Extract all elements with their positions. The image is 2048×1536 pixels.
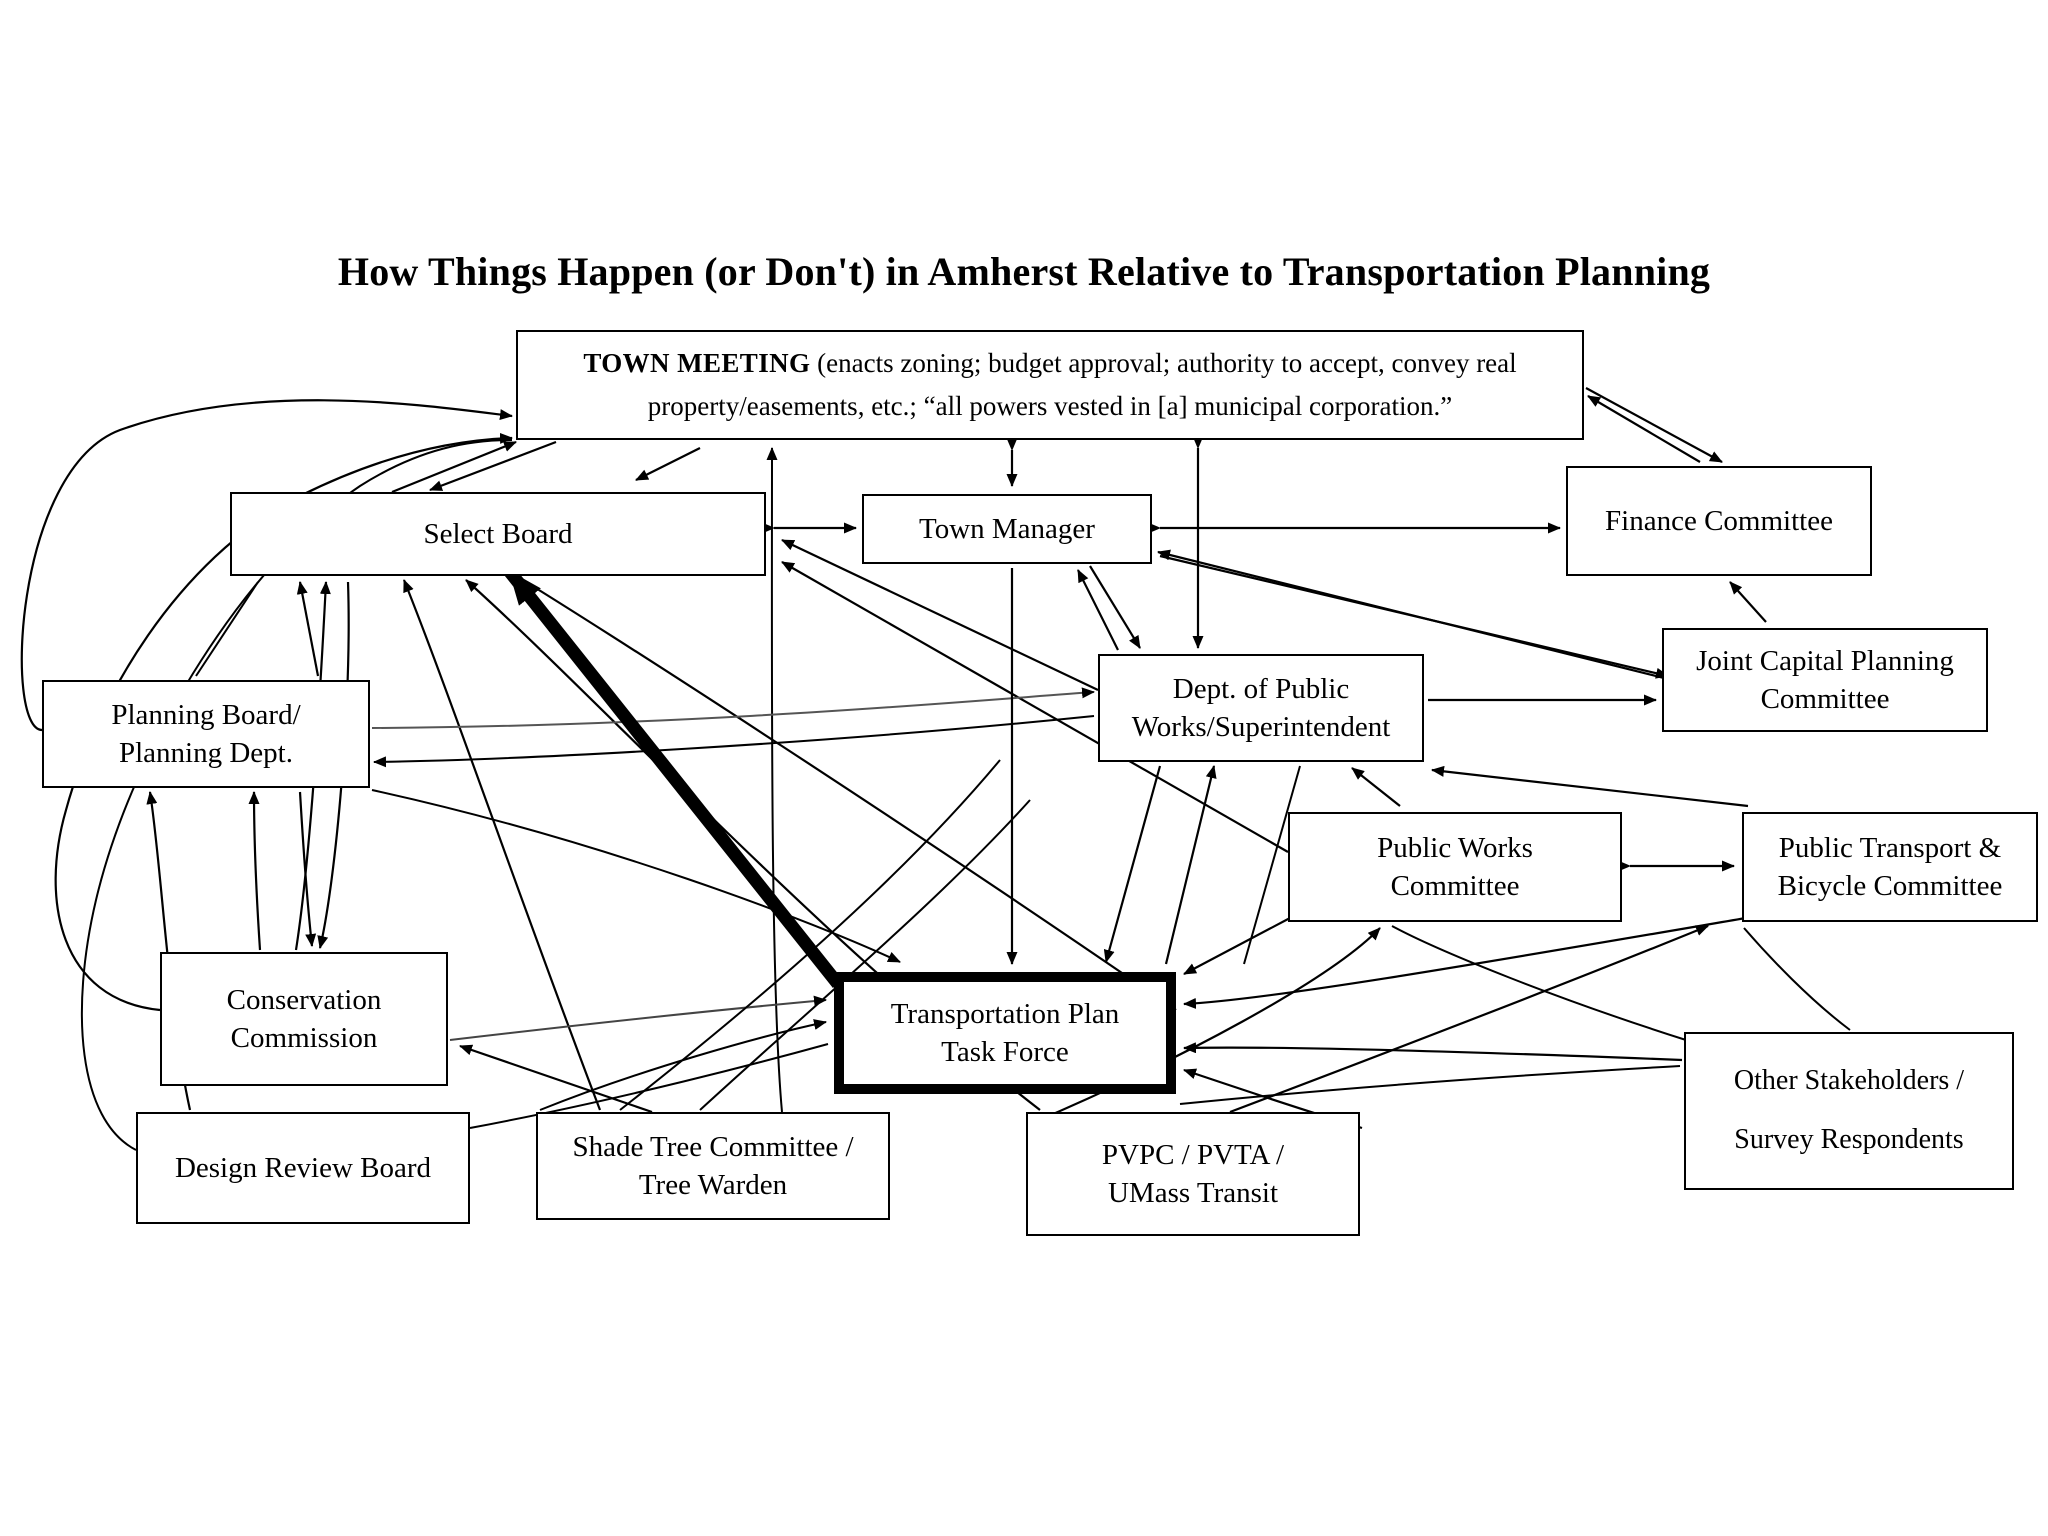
pvpc-line1: PVPC / PVTA /	[1101, 1138, 1285, 1171]
node-planning-board[interactable]: Planning Board/ Planning Dept.	[42, 680, 370, 788]
edge-select-board-top-right-in	[635, 447, 701, 481]
node-joint-capital-planning-committee[interactable]: Joint Capital Planning Committee	[1662, 628, 1988, 732]
edge-shade-tree-to-town-meeting	[766, 447, 783, 1113]
shade-tree-line1: Shade Tree Committee /	[572, 1130, 854, 1163]
dpw-line1: Dept. of Public	[1172, 672, 1350, 705]
edge-select-board-to-town-meeting-up	[391, 440, 517, 494]
edge-taskforce-to-dpw-2	[1243, 765, 1301, 965]
edge-planning-board-to-dpw	[371, 687, 1095, 729]
finance-committee-label: Finance Committee	[1605, 504, 1833, 537]
edge-design-review-b-to-taskforce	[469, 1043, 829, 1129]
pvpc-line2: UMass Transit	[1107, 1177, 1279, 1209]
node-other-stakeholders[interactable]: Other Stakeholders / Survey Respondents	[1684, 1032, 2014, 1190]
edge-dpw-to-town-manager	[1077, 569, 1119, 651]
conservation-line2: Commission	[230, 1022, 378, 1054]
node-conservation-commission[interactable]: Conservation Commission	[160, 952, 448, 1086]
edge-conservation-to-planning-board	[248, 791, 262, 951]
node-town-meeting[interactable]: TOWN MEETING (enacts zoning; budget appr…	[516, 330, 1584, 440]
edge-shade-tree-to-select-board	[402, 579, 602, 1111]
edge-dpw-to-planning-board	[373, 715, 1095, 768]
node-design-review-board[interactable]: Design Review Board	[136, 1112, 470, 1224]
edge-shade-tree-crossing-b	[699, 799, 1031, 1111]
public-works-committee-line1: Public Works	[1377, 831, 1533, 864]
node-pvpc-pvta-umass-transit[interactable]: PVPC / PVTA / UMass Transit	[1026, 1112, 1360, 1236]
joint-capital-line1: Joint Capital Planning	[1696, 644, 1954, 677]
edge-dpw-to-taskforce	[1103, 765, 1162, 963]
edge-shade-tree-to-taskforce	[539, 1019, 827, 1111]
taskforce-line2: Task Force	[941, 1036, 1069, 1068]
conservation-line1: Conservation	[226, 983, 382, 1016]
edge-taskforce-to-dpw	[1164, 765, 1217, 965]
edge-public-transport-to-taskforce	[1183, 916, 1747, 1009]
edge-conservation-to-taskforce	[449, 995, 827, 1041]
node-town-manager[interactable]: Town Manager	[862, 494, 1152, 564]
public-transport-line1: Public Transport &	[1778, 831, 2002, 864]
edge-planning-board-to-conservation	[298, 791, 317, 947]
edge-select-board-to-planning-board	[195, 581, 259, 677]
planning-board-line1: Planning Board/	[111, 698, 301, 731]
edge-shade-tree-crossing-a	[619, 759, 1001, 1111]
edge-town-meeting-to-select-board-down	[429, 440, 557, 492]
edge-town-manager-to-joint-capital	[1159, 554, 1669, 679]
dpw-line2: Works/Superintendent	[1131, 711, 1391, 743]
page-title: How Things Happen (or Don't) in Amherst …	[337, 249, 1711, 294]
edge-planning-board-to-select-board	[296, 581, 320, 677]
edge-dpw-to-select-board	[781, 539, 1099, 691]
node-public-transport-bicycle-committee[interactable]: Public Transport & Bicycle Committee	[1742, 812, 2038, 922]
node-transportation-plan-task-force[interactable]: Transportation Plan Task Force	[834, 972, 1176, 1094]
town-manager-label: Town Manager	[919, 512, 1095, 545]
planning-board-line2: Planning Dept.	[118, 737, 293, 769]
edge-shade-tree-to-conservation	[459, 1044, 653, 1114]
node-finance-committee[interactable]: Finance Committee	[1566, 466, 1872, 576]
edge-pvpc-to-public-transport	[1229, 924, 1709, 1114]
town-meeting-line2: property/easements, etc.; “all powers ve…	[647, 391, 1453, 421]
edge-finance-to-town-meeting	[1587, 395, 1701, 463]
node-public-works-committee[interactable]: Public Works Committee	[1288, 812, 1622, 922]
node-shade-tree-committee[interactable]: Shade Tree Committee / Tree Warden	[536, 1112, 890, 1220]
edge-taskforce-select-board-bold	[504, 567, 869, 1018]
edge-other-stakeholders-to-public-transport	[1743, 927, 1851, 1031]
taskforce-line1: Transportation Plan	[890, 997, 1120, 1030]
joint-capital-line2: Committee	[1760, 683, 1890, 715]
edge-planning-board-to-taskforce	[371, 789, 901, 963]
select-board-label: Select Board	[423, 517, 573, 550]
other-stakeholders-line2: Survey Respondents	[1734, 1124, 1964, 1155]
edge-taskforce-to-other-right	[1179, 1065, 1681, 1105]
edge-joint-capital-to-finance	[1729, 581, 1767, 623]
public-transport-line2: Bicycle Committee	[1777, 870, 2003, 902]
edge-other-stakeholders-to-taskforce	[1183, 1042, 1683, 1062]
edge-taskforce-right-to-select-board	[509, 571, 1177, 1011]
node-select-board[interactable]: Select Board	[230, 492, 766, 576]
other-stakeholders-line1: Other Stakeholders /	[1733, 1065, 1965, 1097]
edge-town-meeting-finance	[1585, 387, 1723, 463]
edge-town-manager-to-dpw	[1089, 565, 1141, 649]
town-meeting-emphasis: TOWN MEETING	[583, 347, 811, 378]
edge-conservation-to-town-meeting	[54, 432, 513, 1012]
shade-tree-line2: Tree Warden	[638, 1169, 788, 1201]
public-works-committee-line2: Committee	[1390, 870, 1520, 902]
town-meeting-line1: (enacts zoning; budget approval; authori…	[810, 347, 1517, 378]
edge-planning-board-to-town-meeting	[20, 399, 513, 732]
design-review-board-label: Design Review Board	[174, 1151, 432, 1184]
edge-pvpc-to-public-works-committee	[1029, 927, 1381, 1126]
edge-public-works-committee-to-dpw	[1351, 767, 1401, 807]
edge-public-works-to-taskforce	[1183, 917, 1291, 975]
edge-other-stakeholders-to-public-works-committee	[1391, 925, 1687, 1041]
edge-public-transport-to-dpw-diag	[1431, 765, 1749, 808]
node-dept-public-works[interactable]: Dept. of Public Works/Superintendent	[1098, 654, 1424, 762]
